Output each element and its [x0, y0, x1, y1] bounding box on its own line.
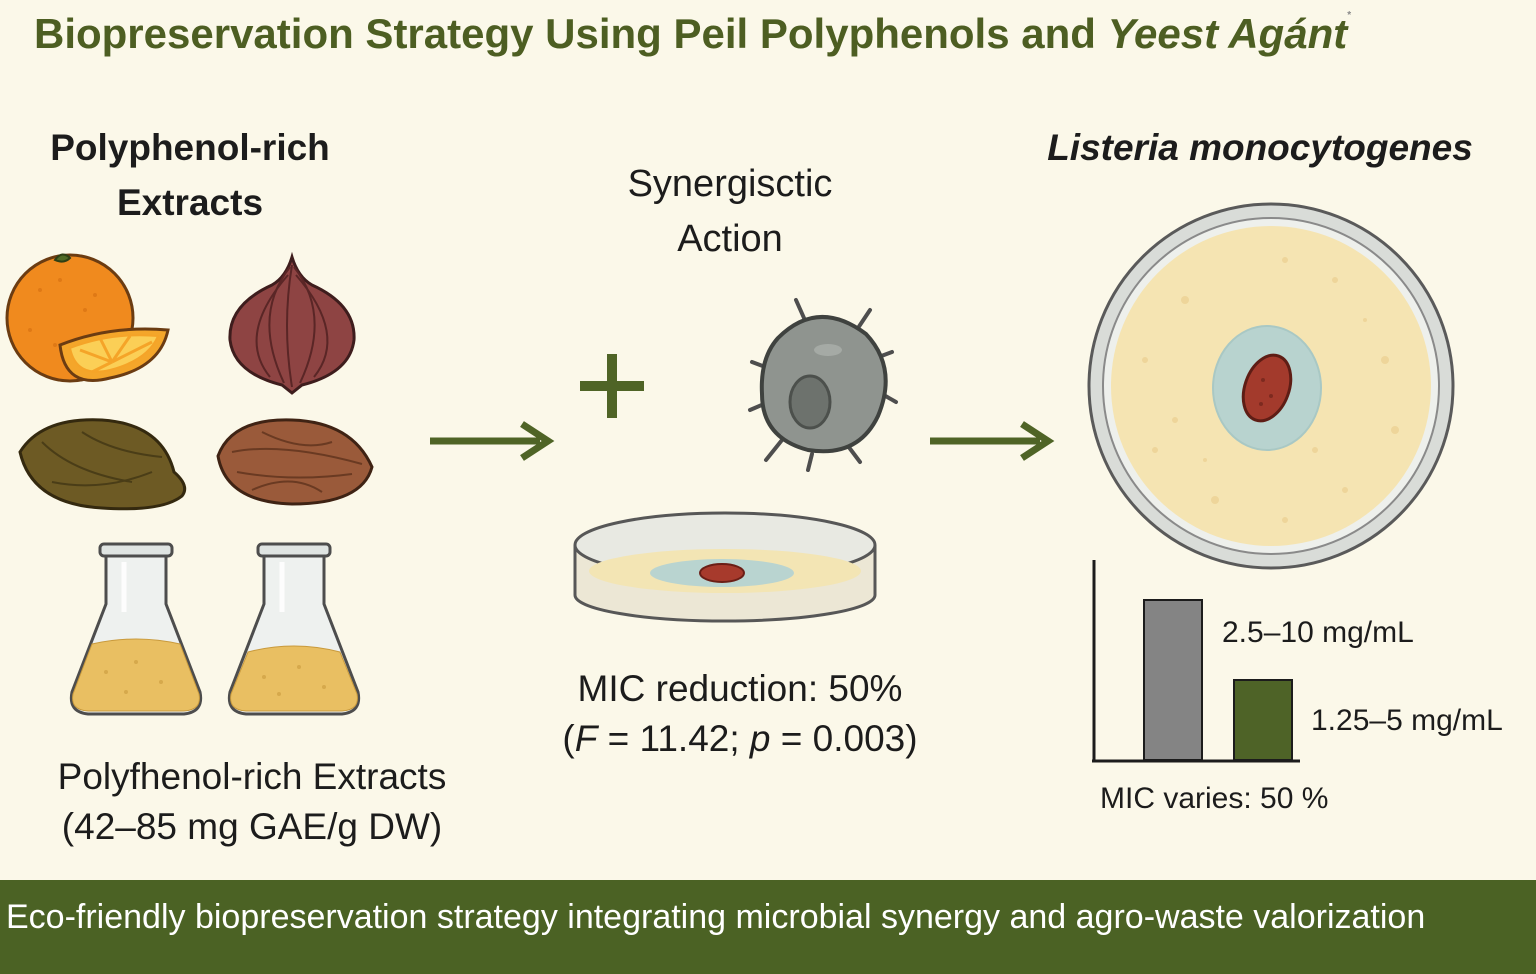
left-caption-line1: Polyfhenol-rich Extracts	[57, 756, 447, 797]
middle-caption: MIC reduction: 50% (F = 11.42; p = 0.003…	[530, 664, 950, 764]
flask-icon	[69, 542, 203, 716]
arrow-right-icon	[430, 421, 555, 461]
bar-label: 2.5–10 mg/mL	[1222, 616, 1414, 649]
statistics-text: (F = 11.42; p = 0.003)	[562, 718, 918, 759]
middle-heading-line1: Synergisctic	[627, 163, 833, 205]
bar-label: 1.25–5 mg/mL	[1311, 704, 1503, 737]
seed-icon	[18, 418, 187, 511]
left-caption-line2: (42–85 mg GAE/g DW)	[61, 806, 443, 847]
mic-bar-chart	[1092, 560, 1300, 763]
page-title: Biopreservation Strategy Using Peil Poly…	[34, 10, 1351, 58]
middle-heading-line2: Action	[677, 218, 783, 260]
onion-icon	[228, 251, 356, 395]
middle-heading: Synergisctic Action	[560, 157, 900, 267]
left-heading: Polyphenol-rich Extracts	[20, 120, 360, 230]
title-italic: Yeest Agánt	[1107, 10, 1348, 57]
title-mark: *	[1347, 10, 1352, 21]
footer-text: Eco-friendly biopreservation strategy in…	[6, 898, 1426, 936]
mic-reduction-text: MIC reduction: 50%	[577, 668, 903, 709]
bar-2	[1233, 679, 1293, 761]
nut-icon	[216, 418, 374, 506]
petri-dish-top-icon	[1087, 202, 1455, 570]
bar-1	[1143, 599, 1203, 761]
orange-icon	[5, 253, 170, 383]
left-caption: Polyfhenol-rich Extracts (42–85 mg GAE/g…	[22, 752, 482, 852]
petri-dish-icon	[573, 511, 877, 623]
yeast-cell-icon	[748, 298, 898, 472]
footer-banner	[0, 880, 1536, 974]
left-heading-line2: Extracts	[116, 182, 264, 223]
arrow-right-icon	[930, 421, 1055, 461]
left-heading-line1: Polyphenol-rich	[50, 127, 330, 168]
plus-icon	[580, 354, 644, 418]
right-heading: Listeria monocytogenes	[1047, 127, 1473, 168]
title-main: Biopreservation Strategy Using Peil Poly…	[34, 10, 1108, 57]
mic-varies-caption: MIC varies: 50 %	[1100, 782, 1329, 815]
flask-icon	[227, 542, 361, 716]
